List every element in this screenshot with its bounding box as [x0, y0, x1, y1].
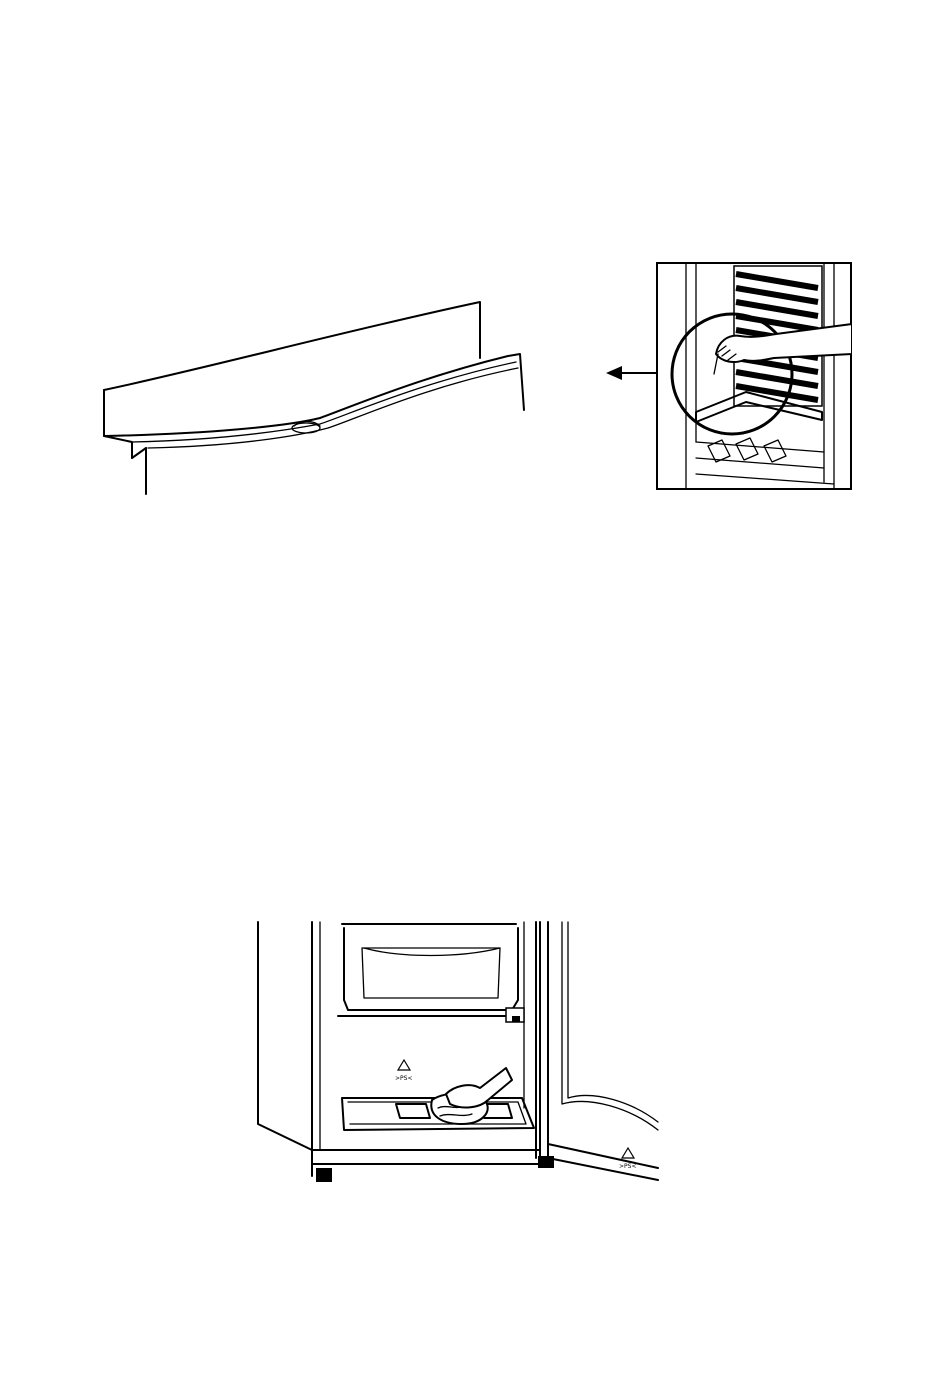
drain-hole-cleaning-illustration: [656, 262, 852, 490]
svg-text:>PS<: >PS<: [619, 1163, 636, 1170]
freezer-cleaning-illustration: >PS< >PS<: [250, 918, 660, 1188]
recycle-ps-mark: >PS<: [395, 1060, 412, 1082]
svg-text:>PS<: >PS<: [395, 1075, 412, 1082]
drain-channel-illustration: [88, 258, 538, 498]
door-recycle-mark: >PS<: [619, 1148, 636, 1170]
